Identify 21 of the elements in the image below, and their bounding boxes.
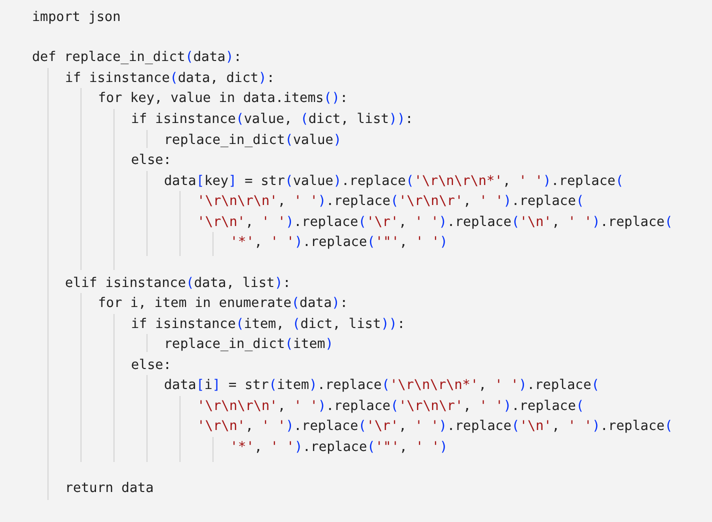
code-line: '\r\n\r\n', ' ').replace('\r\n\r', ' ').replace(	[197, 193, 584, 211]
code-line: if isinstance(value, (dict, list)):	[131, 111, 414, 129]
code-line: return data	[65, 480, 154, 498]
code-line: for i, item in enumerate(data):	[98, 295, 348, 313]
code-line: '\r\n', ' ').replace('\r', ' ').replace('\n', ' ').replace(	[197, 418, 673, 436]
code-line: replace_in_dict(value)	[164, 132, 342, 150]
code-line: replace_in_dict(item)	[164, 336, 334, 354]
code-line: '\r\n', ' ').replace('\r', ' ').replace('\n', ' ').replace(	[197, 214, 673, 232]
code-line: def replace_in_dict(data):	[32, 49, 242, 67]
code-line: elif isinstance(data, list):	[65, 275, 291, 293]
code-line: '*', ' ').replace('"', ' ')	[230, 234, 448, 252]
code-line: for key, value in data.items():	[98, 90, 348, 108]
code-line: '\r\n\r\n', ' ').replace('\r\n\r', ' ').replace(	[197, 398, 584, 416]
code-line: if isinstance(data, dict):	[65, 70, 275, 88]
code-line: data[i] = str(item).replace('\r\n\r\n*', ' ').replace(	[164, 377, 600, 395]
code-line: else:	[131, 357, 172, 375]
code-line: import json	[32, 9, 121, 27]
code-line: if isinstance(item, (dict, list)):	[131, 316, 406, 334]
code-line: data[key] = str(value).replace('\r\n\r\n*', ' ').replace(	[164, 173, 624, 191]
code-line: '*', ' ').replace('"', ' ')	[230, 439, 448, 457]
code-line: else:	[131, 152, 172, 170]
